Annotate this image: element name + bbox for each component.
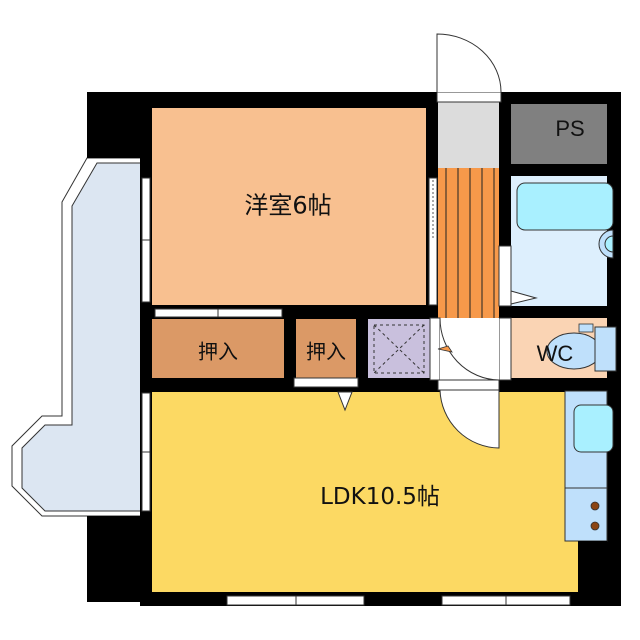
ps-label: PS bbox=[555, 116, 585, 141]
bathtub bbox=[516, 182, 614, 259]
ps-floor bbox=[511, 104, 621, 164]
toilet-fixture bbox=[546, 323, 617, 372]
hallway-floor bbox=[438, 168, 499, 318]
ldk-floor bbox=[152, 392, 607, 592]
ldk-windows bbox=[226, 595, 571, 606]
closet-sliding-door bbox=[154, 308, 359, 412]
wc-label: WC bbox=[536, 341, 574, 366]
balcony bbox=[11, 157, 147, 517]
entrance-floor bbox=[438, 102, 499, 168]
kitchen-counter bbox=[564, 390, 614, 592]
bathroom-door bbox=[498, 245, 538, 307]
ldk-label: LDK10.5帖 bbox=[320, 484, 440, 510]
western-room-floor bbox=[152, 108, 426, 305]
hallway-floorboards bbox=[445, 168, 495, 318]
closet-2-floor bbox=[296, 319, 356, 378]
storage-floor bbox=[368, 319, 430, 378]
storage-hatch bbox=[373, 324, 425, 374]
entry-door bbox=[436, 33, 502, 103]
room-side-window bbox=[428, 177, 438, 306]
closet-1-floor bbox=[152, 319, 284, 378]
western-room-label: 洋室6帖 bbox=[244, 191, 332, 220]
closet-1-label: 押入 bbox=[198, 339, 238, 364]
hall-door bbox=[429, 317, 512, 449]
closet-2-label: 押入 bbox=[306, 339, 346, 364]
west-window bbox=[141, 177, 151, 512]
